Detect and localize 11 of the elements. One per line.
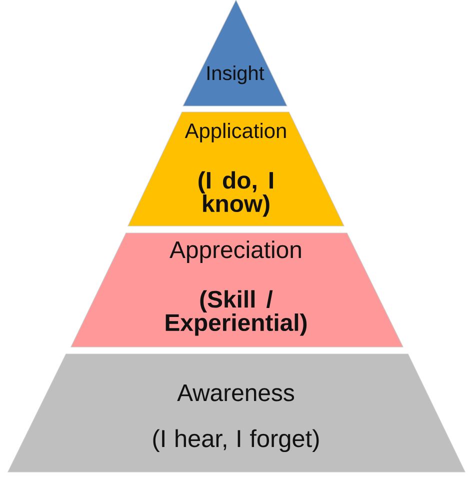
tier-heading: Insight [208, 66, 264, 84]
pyramid-tier [8, 354, 466, 472]
pyramid-tier [182, 0, 288, 106]
tier-caption: (I do, I know) [198, 171, 273, 217]
tier-heading: Application [184, 122, 286, 142]
tier-caption: (Skill / Experiential) [166, 290, 307, 336]
pyramid-tier [128, 112, 344, 226]
tier-heading: Awareness [177, 384, 294, 402]
tier-heading: Appreciation [170, 240, 301, 263]
pyramid-tier [70, 232, 404, 348]
tier-caption: (I hear, I forget) [153, 429, 319, 452]
